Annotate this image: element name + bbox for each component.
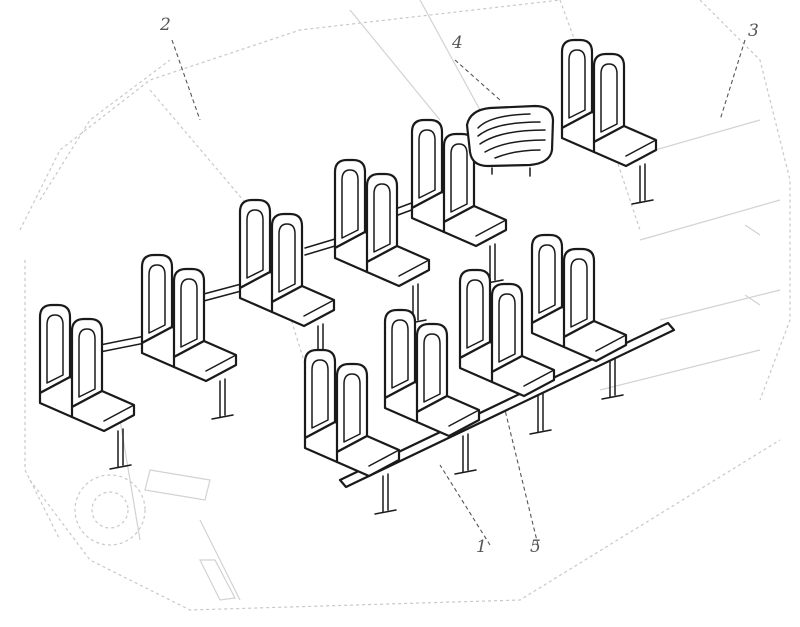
wheel-outline [74, 469, 211, 546]
callout-2: 2 [159, 15, 171, 35]
seat-pair [383, 308, 481, 475]
seat-groups [38, 38, 658, 515]
callout-1: 1 [476, 537, 487, 557]
passenger-table [465, 104, 555, 177]
seat-pair [38, 303, 136, 470]
callout-5: 5 [530, 537, 541, 557]
callout-labels: 1 2 3 4 5 [159, 15, 759, 557]
callout-4: 4 [451, 33, 463, 53]
seat-pair [303, 348, 401, 515]
seat-pair [238, 198, 336, 365]
callout-leaders [171, 39, 746, 546]
seat-pair [530, 233, 628, 400]
seat-pair [333, 158, 431, 325]
seat-pair [140, 253, 238, 420]
floor-rail-front [338, 321, 676, 489]
seat-pair [458, 268, 556, 435]
seat-pair [560, 38, 658, 205]
vehicle-body-outline [19, 0, 791, 611]
callout-3: 3 [748, 21, 759, 41]
